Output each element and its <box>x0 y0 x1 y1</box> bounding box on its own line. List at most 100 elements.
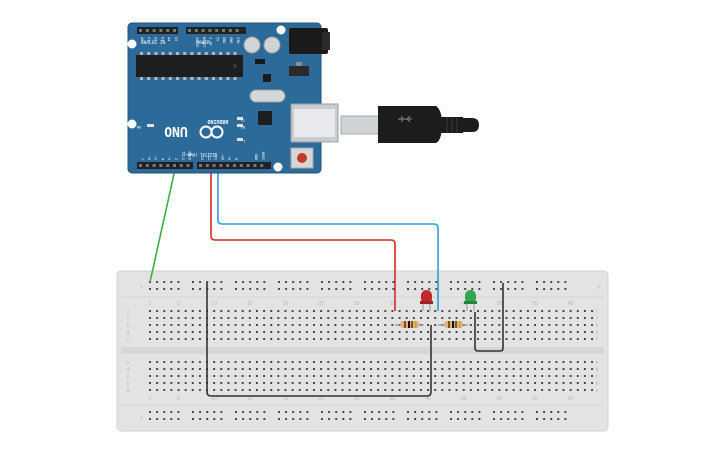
rail-hole[interactable] <box>543 288 546 290</box>
header-pin[interactable] <box>139 29 142 32</box>
breadboard-hole[interactable] <box>412 338 415 340</box>
breadboard-hole[interactable] <box>427 310 430 312</box>
breadboard-hole[interactable] <box>427 331 430 333</box>
breadboard-hole[interactable] <box>384 324 387 326</box>
rail-hole[interactable] <box>199 418 202 420</box>
breadboard-hole[interactable] <box>512 382 515 384</box>
breadboard-hole[interactable] <box>412 382 415 384</box>
header-pins[interactable] <box>139 29 264 167</box>
breadboard-hole[interactable] <box>441 375 444 377</box>
rail-hole[interactable] <box>378 411 381 413</box>
breadboard-hole[interactable] <box>312 389 315 391</box>
breadboard-hole[interactable] <box>469 375 472 377</box>
rail-hole[interactable] <box>213 418 216 420</box>
breadboard-hole[interactable] <box>305 389 308 391</box>
breadboard-hole[interactable] <box>255 324 258 326</box>
breadboard-hole[interactable] <box>548 375 551 377</box>
breadboard-hole[interactable] <box>220 310 223 312</box>
breadboard-hole[interactable] <box>305 368 308 370</box>
rail-hole[interactable] <box>299 281 302 283</box>
breadboard-hole[interactable] <box>505 375 508 377</box>
breadboard-hole[interactable] <box>462 317 465 319</box>
rail-hole[interactable] <box>493 411 495 413</box>
breadboard-hole[interactable] <box>334 310 337 312</box>
breadboard-hole[interactable] <box>377 389 380 391</box>
breadboard-hole[interactable] <box>348 382 351 384</box>
breadboard-hole[interactable] <box>270 382 273 384</box>
breadboard-hole[interactable] <box>241 324 244 326</box>
breadboard-hole[interactable] <box>419 382 422 384</box>
header-pin[interactable] <box>145 164 149 167</box>
breadboard-hole[interactable] <box>213 331 216 333</box>
breadboard-hole[interactable] <box>334 324 337 326</box>
rail-hole[interactable] <box>421 418 424 420</box>
breadboard-hole[interactable] <box>270 375 273 377</box>
breadboard-hole[interactable] <box>505 382 508 384</box>
rail-hole[interactable] <box>349 418 352 420</box>
rail-hole[interactable] <box>536 281 538 283</box>
breadboard-hole[interactable] <box>462 368 465 370</box>
breadboard-hole[interactable] <box>555 368 558 370</box>
breadboard-hole[interactable] <box>548 310 551 312</box>
rail-hole[interactable] <box>263 288 266 290</box>
breadboard-hole[interactable] <box>284 375 287 377</box>
breadboard-hole[interactable] <box>156 375 159 377</box>
breadboard-hole[interactable] <box>227 338 230 340</box>
header-pin[interactable] <box>239 164 243 167</box>
breadboard-hole[interactable] <box>312 338 315 340</box>
rail-hole[interactable] <box>464 288 467 290</box>
breadboard-hole[interactable] <box>234 338 237 340</box>
breadboard-hole[interactable] <box>156 389 159 391</box>
breadboard-hole[interactable] <box>455 317 458 319</box>
breadboard-hole[interactable] <box>334 368 337 370</box>
breadboard-hole[interactable] <box>534 338 537 340</box>
breadboard-hole[interactable] <box>384 317 387 319</box>
breadboard-hole[interactable] <box>484 317 487 319</box>
header-pin[interactable] <box>173 29 176 32</box>
breadboard-hole[interactable] <box>320 310 323 312</box>
breadboard-hole[interactable] <box>163 382 166 384</box>
breadboard-hole[interactable] <box>405 317 408 319</box>
breadboard-hole[interactable] <box>362 382 365 384</box>
rail-hole[interactable] <box>156 418 159 420</box>
breadboard-hole[interactable] <box>191 310 194 312</box>
breadboard-hole[interactable] <box>370 382 373 384</box>
rail-hole[interactable] <box>342 411 345 413</box>
rail-hole[interactable] <box>206 281 209 283</box>
breadboard-hole[interactable] <box>263 338 266 340</box>
breadboard-hole[interactable] <box>320 361 323 363</box>
breadboard-hole[interactable] <box>591 382 594 384</box>
breadboard-hole[interactable] <box>583 317 586 319</box>
breadboard-hole[interactable] <box>448 389 451 391</box>
breadboard-hole[interactable] <box>198 338 201 340</box>
rail-hole[interactable] <box>536 418 538 420</box>
rail-hole[interactable] <box>206 411 209 413</box>
rail-hole[interactable] <box>292 288 295 290</box>
breadboard-hole[interactable] <box>177 368 180 370</box>
breadboard-hole[interactable] <box>569 317 572 319</box>
rail-hole[interactable] <box>364 288 366 290</box>
breadboard-hole[interactable] <box>512 338 515 340</box>
breadboard-hole[interactable] <box>455 361 458 363</box>
breadboard-hole[interactable] <box>170 324 173 326</box>
rail-hole[interactable] <box>328 281 331 283</box>
breadboard-hole[interactable] <box>591 324 594 326</box>
breadboard-hole[interactable] <box>412 331 415 333</box>
breadboard-hole[interactable] <box>398 338 401 340</box>
rail-hole[interactable] <box>163 281 166 283</box>
rail-hole[interactable] <box>199 281 202 283</box>
breadboard-hole[interactable] <box>348 375 351 377</box>
breadboard-hole[interactable] <box>355 389 358 391</box>
breadboard-hole[interactable] <box>534 389 537 391</box>
header-pin[interactable] <box>145 29 149 32</box>
breadboard-hole[interactable] <box>270 324 273 326</box>
reset-button-cap[interactable] <box>297 153 307 163</box>
breadboard-hole[interactable] <box>298 338 301 340</box>
rail-hole[interactable] <box>335 288 338 290</box>
rail-hole[interactable] <box>378 418 381 420</box>
breadboard-hole[interactable] <box>498 338 501 340</box>
breadboard-hole[interactable] <box>412 310 415 312</box>
breadboard-hole[interactable] <box>334 382 337 384</box>
breadboard-hole[interactable] <box>156 338 159 340</box>
breadboard-hole[interactable] <box>412 361 415 363</box>
